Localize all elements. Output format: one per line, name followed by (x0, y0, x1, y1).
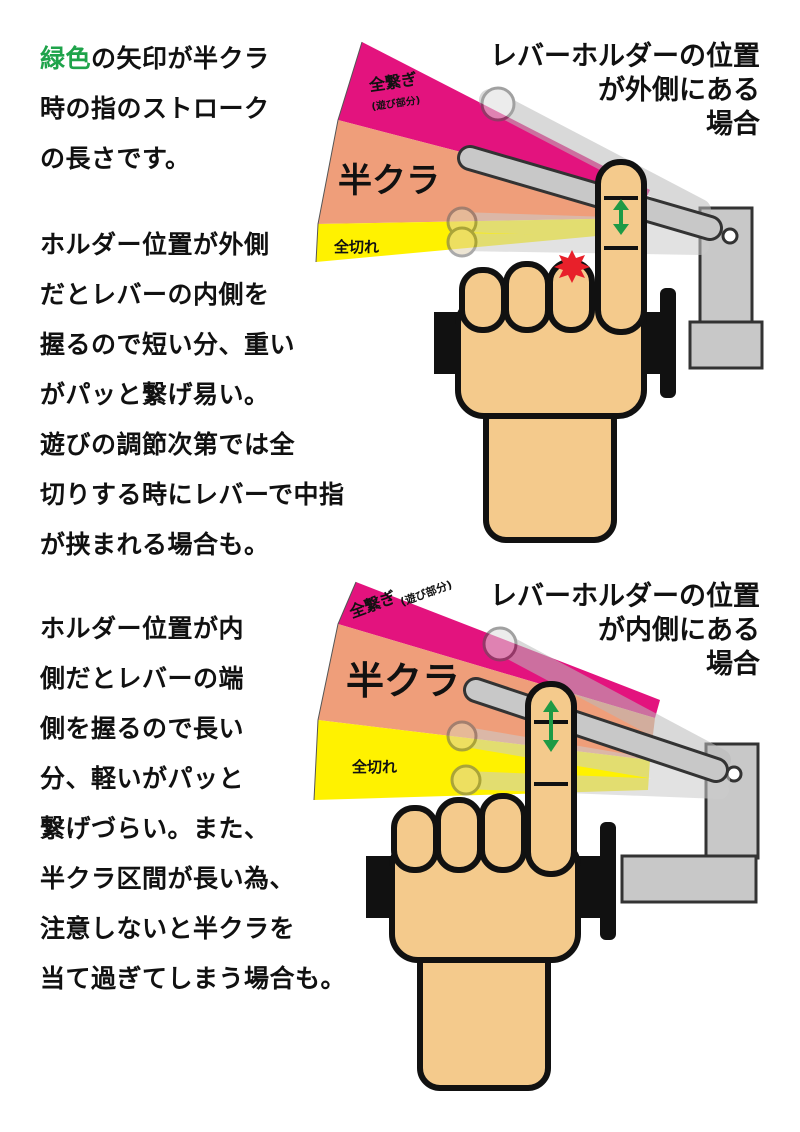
bottom-zone-half-label: 半クラ (346, 659, 460, 703)
bottom-body-line-2: 側だとレバーの端 (40, 664, 245, 693)
bottom-hand (389, 681, 581, 1091)
bottom-body-line-6: 半クラ区間が長い為、 (40, 864, 296, 893)
bottom-heading-line-2: が内側にある (598, 615, 760, 646)
top-body-line-5: 遊びの調節次第では全 (40, 430, 296, 459)
top-intro: 緑色の矢印が半クラ (40, 34, 270, 84)
top-heading-line-3: 場合 (706, 109, 760, 140)
bottom-clutch-lever (463, 677, 729, 783)
top-intro-line-2: 時の指のストローク (40, 94, 270, 123)
top-body-line-6: 切りする時にレバーで中指 (40, 480, 345, 509)
bottom-body-line-7: 注意しないと半クラを (40, 914, 296, 943)
top-body-line-2: だとレバーの内側を (40, 280, 270, 309)
top-stroke-arrow-icon (613, 199, 629, 235)
intro-green-word: 緑色 (40, 44, 92, 73)
bottom-heading-line-3: 場合 (706, 649, 760, 680)
bottom-heading: レバーホルダーの位置が内側にある場合 (490, 580, 760, 682)
top-hand (455, 159, 647, 543)
top-zone-half-label: 半クラ (338, 161, 440, 201)
top-zone-cut-label: 全切れ (333, 238, 379, 256)
bottom-body-line-1: ホルダー位置が内 (40, 614, 245, 643)
top-body-line-7: が挟まれる場合も。 (40, 530, 270, 559)
top-heading-line-1: レバーホルダーの位置 (490, 41, 760, 72)
top-body-line-1: ホルダー位置が外側 (40, 230, 270, 259)
top-clutch-lever (457, 145, 723, 241)
bottom-heading-line-1: レバーホルダーの位置 (490, 581, 760, 612)
intro-rest: の矢印が半クラ (91, 44, 270, 73)
bottom-middle-finger (525, 681, 577, 877)
top-heading: レバーホルダーの位置が外側にある場合 (490, 40, 760, 142)
top-diagram: 全繋ぎ (遊び部分) 半クラ 全切れ (315, 41, 764, 543)
bottom-diagram: 全繋ぎ (遊び部分) 半クラ 全切れ (313, 577, 760, 1091)
bottom-body-line-3: 側を握るので長い (40, 714, 245, 743)
top-pivot-icon (721, 227, 739, 245)
top-ghost-levers (446, 86, 711, 258)
top-body-line-3: 握るので短い分、重い (40, 330, 296, 359)
bottom-body-line-4: 分、軽いがパッと (40, 764, 245, 793)
bottom-body-line-8: 当て過ぎてしまう場合も。 (40, 964, 347, 993)
bottom-ghost-levers (446, 626, 731, 799)
top-pinch-star-icon (554, 250, 590, 283)
bottom-body-line-5: 繋げづらい。また、 (40, 814, 270, 843)
top-intro-line-3: の長さです。 (40, 144, 191, 173)
bottom-zone-cut-label: 全切れ (351, 758, 397, 776)
top-heading-line-2: が外側にある (598, 75, 760, 106)
bottom-stroke-arrow-icon (543, 700, 559, 752)
bottom-zone-full-sub: (遊び部分) (398, 577, 454, 609)
top-body-line-4: がパッと繋げ易い。 (40, 380, 270, 409)
